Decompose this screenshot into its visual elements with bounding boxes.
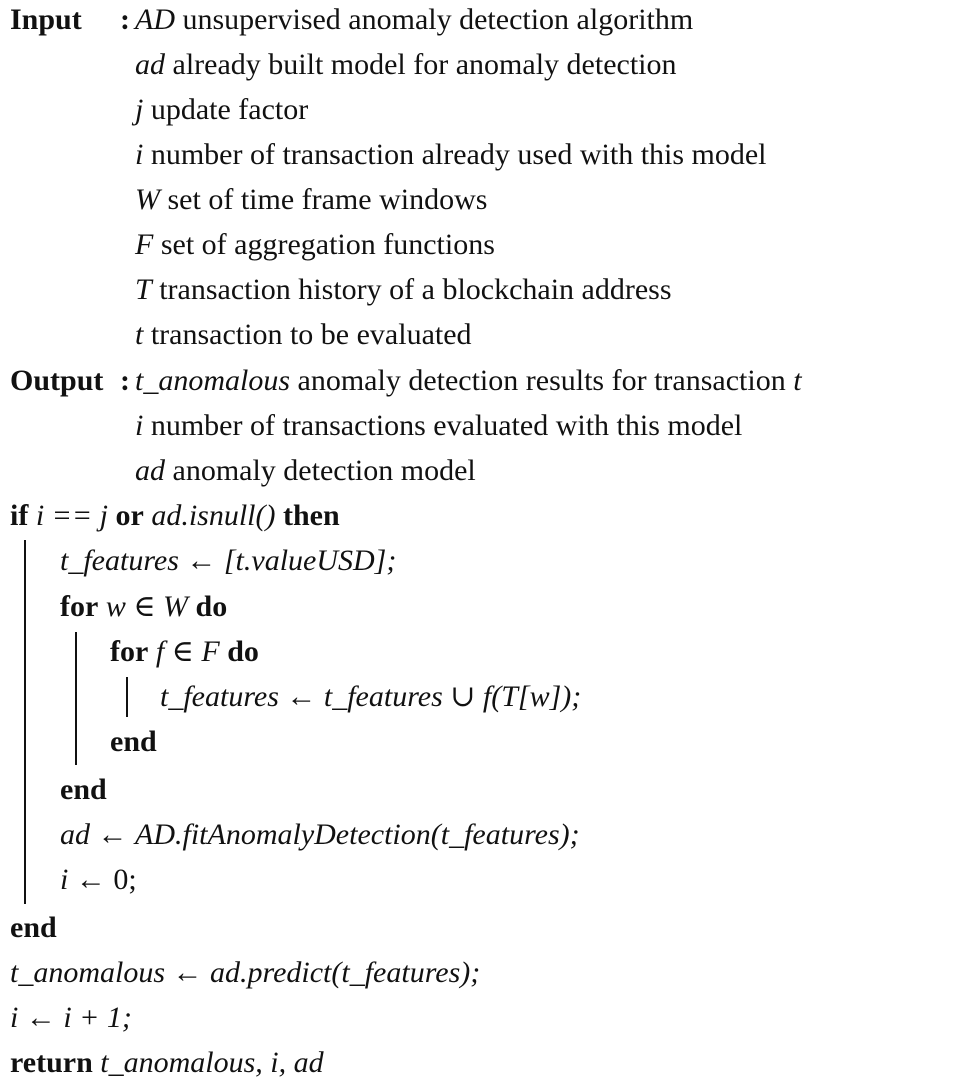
for-inner-block-bar (126, 677, 128, 717)
input-item: i number of transaction already used wit… (135, 138, 767, 171)
for-outer-end: end (60, 773, 107, 806)
input-item: W set of time frame windows (135, 183, 488, 216)
input-item: ad already built model for anomaly detec… (135, 48, 677, 81)
increment-statement: i ← i + 1; (10, 1001, 132, 1034)
output-item: ad anomaly detection model (135, 454, 476, 487)
reset-counter-statement: i ← 0; (60, 863, 137, 896)
output-item: t_anomalous anomaly detection results fo… (135, 364, 802, 397)
input-item: T transaction history of a blockchain ad… (135, 273, 672, 306)
for-outer-block-bar (75, 632, 77, 765)
return-statement: return t_anomalous, i, ad (10, 1046, 324, 1079)
input-colon: : (120, 3, 130, 36)
predict-statement: t_anomalous ← ad.predict(t_features); (10, 956, 481, 989)
input-label: Input (10, 3, 82, 36)
union-features-statement: t_features ← t_features ∪ f(T[w]); (160, 680, 582, 713)
if-end: end (10, 911, 57, 944)
if-statement: if i == j or ad.isnull() then (10, 499, 340, 532)
input-item: AD unsupervised anomaly detection algori… (135, 3, 694, 36)
input-item: t transaction to be evaluated (135, 318, 472, 351)
fit-model-statement: ad ← AD.fitAnomalyDetection(t_features); (60, 818, 580, 851)
if-block-bar (24, 540, 26, 904)
for-inner-end: end (110, 725, 157, 758)
init-features-statement: t_features ← [t.valueUSD]; (60, 544, 397, 577)
output-label: Output (10, 364, 104, 397)
input-item: F set of aggregation functions (135, 228, 495, 261)
for-inner-statement: for f ∈ F do (110, 635, 259, 668)
output-item: i number of transactions evaluated with … (135, 409, 743, 442)
input-item: j update factor (135, 93, 309, 126)
output-colon: : (120, 364, 130, 397)
for-outer-statement: for w ∈ W do (60, 590, 228, 623)
